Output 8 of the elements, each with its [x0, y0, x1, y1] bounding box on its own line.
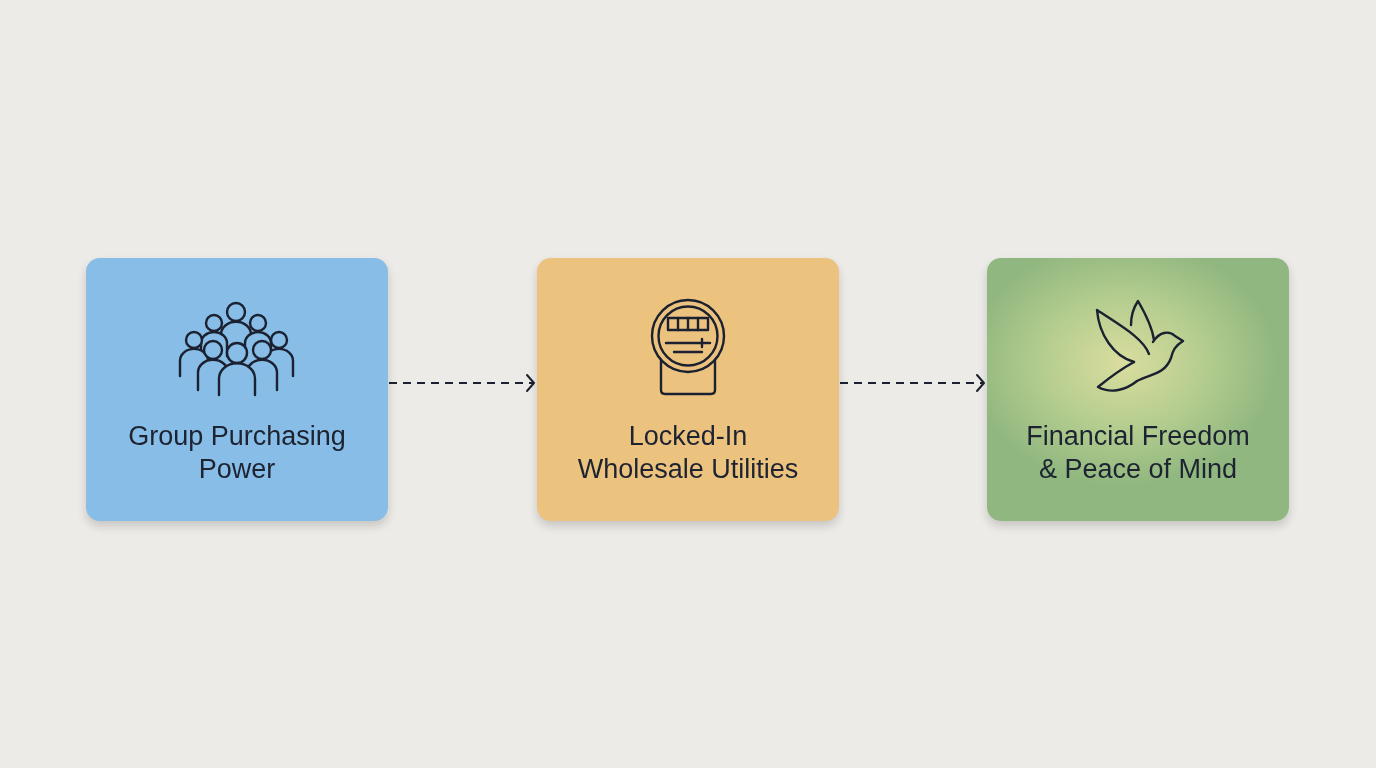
box-label: Financial Freedom & Peace of Mind [1025, 420, 1251, 486]
box-label: Locked-In Wholesale Utilities [576, 420, 800, 486]
process-box [987, 258, 1289, 521]
dashed-arrow [839, 374, 985, 392]
process-box [537, 258, 839, 521]
box-label: Group Purchasing Power [127, 420, 347, 486]
process-box [86, 258, 388, 521]
dashed-arrow [388, 374, 535, 392]
